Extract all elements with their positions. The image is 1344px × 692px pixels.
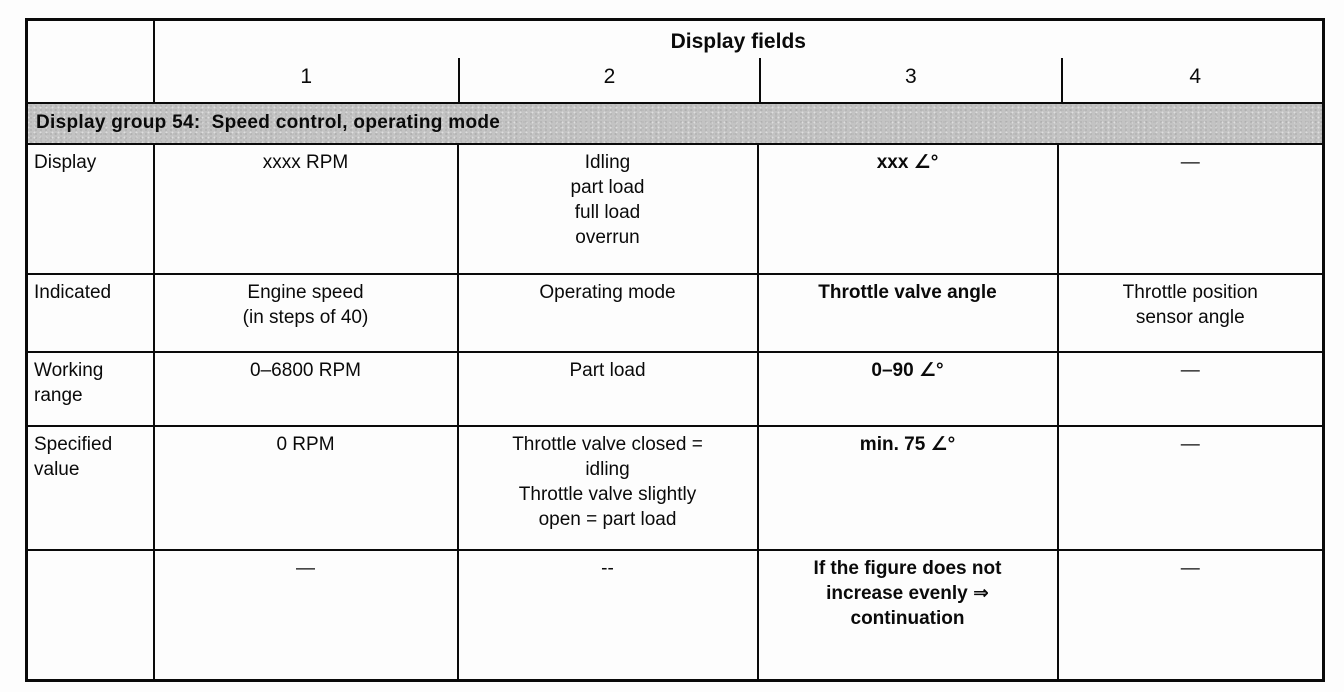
column-header-2: 2 xyxy=(457,57,759,103)
cell-display-field1: xxxx RPM xyxy=(152,142,459,275)
table-title: Display fields xyxy=(670,30,806,53)
cell-display-field3: xxx ∠° xyxy=(756,142,1059,275)
cell-indicated-field2: Operating mode xyxy=(456,272,759,353)
table-row: Indicated Engine speed (in steps of 40) … xyxy=(25,272,1325,353)
cell-indicated-field3: Throttle valve angle xyxy=(756,272,1059,353)
cell-specified-field4: — xyxy=(1056,424,1325,551)
table-row: Working range 0–6800 RPM Part load 0–90 … xyxy=(25,350,1325,427)
row-label-specified-value: Specified value xyxy=(25,424,155,551)
row-label-empty xyxy=(25,548,155,682)
cell-extra-field2: -- xyxy=(456,548,759,682)
table-row: — -- If the figure does not increase eve… xyxy=(25,548,1325,682)
column-numbers-row: 1 2 3 4 xyxy=(155,57,1323,103)
display-fields-header: Display fields 1 2 3 4 xyxy=(152,18,1325,105)
table-row: Specified value 0 RPM Throttle valve clo… xyxy=(25,424,1325,551)
corner-cell xyxy=(25,18,155,105)
banner-row: Display group 54: Speed control, operati… xyxy=(25,102,1325,145)
cell-working-field4: — xyxy=(1056,350,1325,427)
cell-display-field2: Idling part load full load overrun xyxy=(456,142,759,275)
row-label-display: Display xyxy=(25,142,155,275)
cell-extra-field1: — xyxy=(152,548,459,682)
cell-extra-field4: — xyxy=(1056,548,1325,682)
header-row: Display fields 1 2 3 4 xyxy=(25,18,1325,105)
cell-specified-field3: min. 75 ∠° xyxy=(756,424,1059,551)
column-header-1: 1 xyxy=(300,64,312,88)
row-label-indicated: Indicated xyxy=(25,272,155,353)
column-header-3: 3 xyxy=(759,57,1060,103)
cell-display-field4: — xyxy=(1056,142,1325,275)
cell-specified-field2: Throttle valve closed = idling Throttle … xyxy=(456,424,759,551)
column-header-4: 4 xyxy=(1060,57,1328,103)
display-group-table: Display fields 1 2 3 4 Display group 54:… xyxy=(25,18,1326,682)
cell-indicated-field1: Engine speed (in steps of 40) xyxy=(152,272,459,353)
cell-working-field3: 0–90 ∠° xyxy=(756,350,1059,427)
cell-working-field2: Part load xyxy=(456,350,759,427)
cell-specified-field1: 0 RPM xyxy=(152,424,459,551)
display-group-banner: Display group 54: Speed control, operati… xyxy=(25,102,1325,145)
row-label-working-range: Working range xyxy=(25,350,155,427)
cell-extra-field3: If the figure does not increase evenly ⇒… xyxy=(756,548,1059,682)
table-row: Display xxxx RPM Idling part load full l… xyxy=(25,142,1325,275)
cell-working-field1: 0–6800 RPM xyxy=(152,350,459,427)
cell-indicated-field4: Throttle position sensor angle xyxy=(1056,272,1325,353)
